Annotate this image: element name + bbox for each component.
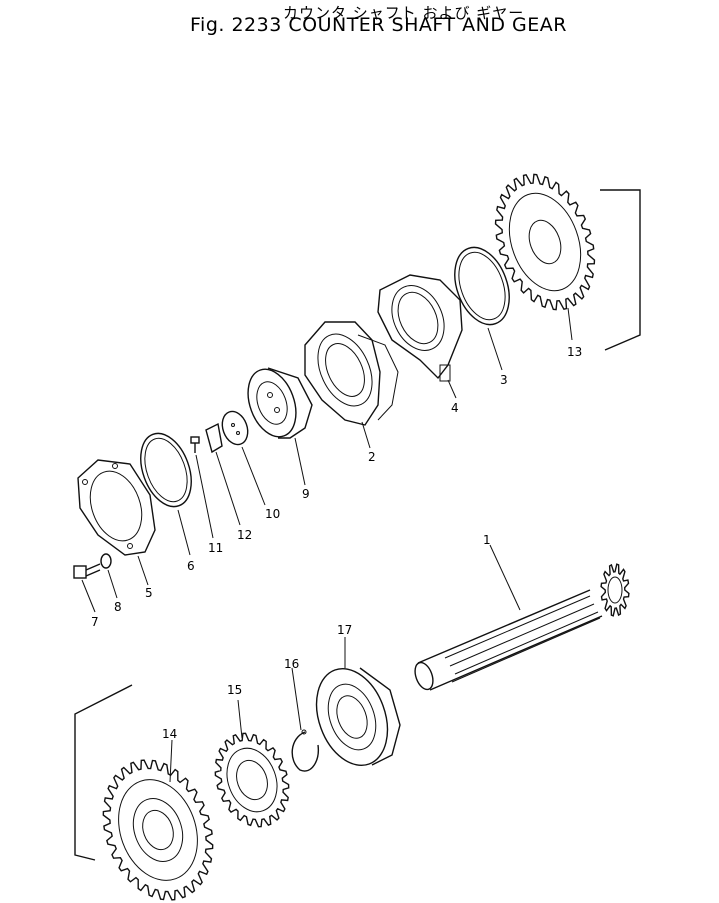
label-8: 8 [114,600,122,614]
part-6-o-ring[interactable] [131,426,200,513]
label-16: 16 [284,657,299,671]
label-2: 2 [368,450,376,464]
part-7-bolt[interactable] [73,563,101,579]
leader-lines [81,307,573,783]
part-3-o-ring[interactable] [445,240,519,332]
part-15-gear[interactable] [203,723,301,837]
part-10-plate[interactable] [218,408,252,448]
label-9: 9 [302,487,310,501]
part-13-gear[interactable] [478,161,641,351]
figure-title-japanese: カウンタ シャフト および ギヤー [283,4,525,22]
label-4: 4 [451,401,459,415]
part-17-bearing[interactable] [304,659,401,776]
part-11-bolt[interactable] [190,436,200,453]
label-10: 10 [265,507,280,521]
label-6: 6 [187,559,195,573]
figure-title: Fig. 2233 COUNTER SHAFT AND GEAR [190,14,567,36]
label-1: 1 [483,533,491,547]
label-3: 3 [500,373,508,387]
part-16-snap-ring[interactable] [291,729,319,772]
label-13: 13 [567,345,582,359]
part-number-labels: 13 3 4 2 9 10 12 11 6 5 8 7 1 17 16 15 1… [91,345,582,741]
label-5: 5 [145,586,153,600]
part-12-lock-plate[interactable] [205,422,223,454]
part-5-cover[interactable] [77,459,156,556]
label-11: 11 [208,541,223,555]
part-2-bearing-cage[interactable] [304,321,399,426]
part-14-gear[interactable] [74,684,231,903]
part-1-counter-shaft[interactable] [412,563,630,692]
label-17: 17 [337,623,352,637]
part-8-washer[interactable] [100,553,112,569]
part-9-bearing[interactable] [239,363,313,444]
label-12: 12 [237,528,252,542]
part-4-retainer-plate[interactable] [377,274,463,382]
label-7: 7 [91,615,99,629]
label-15: 15 [227,683,242,697]
label-14: 14 [162,727,177,741]
